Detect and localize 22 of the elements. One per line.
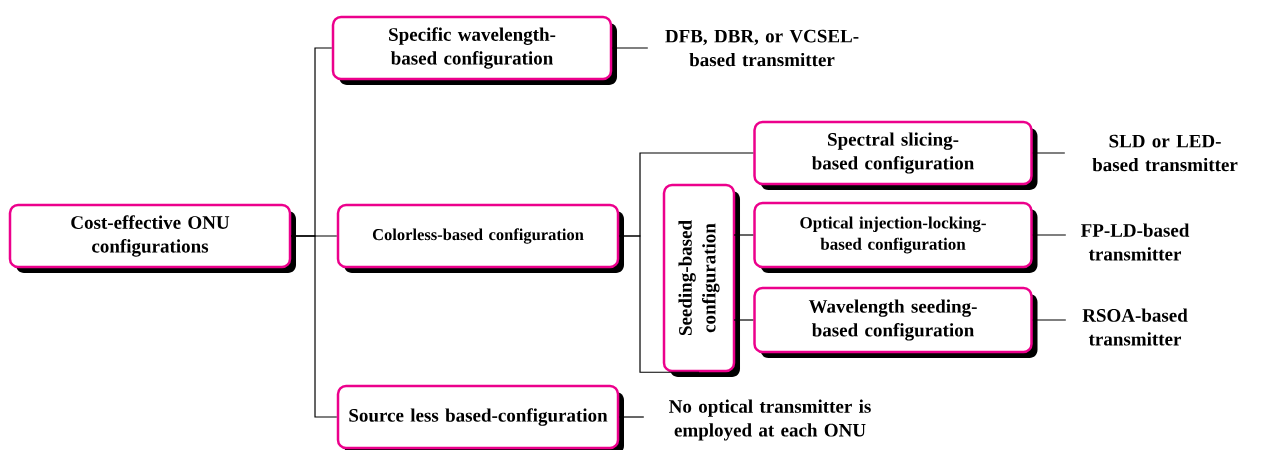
config-box: Optical injection-locking-based configuration bbox=[753, 201, 1038, 273]
connector-line bbox=[618, 416, 645, 418]
connector-line bbox=[1032, 234, 1067, 236]
transmitter-label: FP-LD-based transmitter bbox=[1081, 223, 1190, 261]
connector-line bbox=[1032, 319, 1067, 321]
connector-line bbox=[611, 47, 649, 49]
config-box: Cost-effective ONU configurations bbox=[8, 203, 296, 273]
connector-line bbox=[733, 234, 754, 236]
config-box: Colorless-based configuration bbox=[336, 203, 624, 273]
connector-line bbox=[1032, 152, 1066, 154]
config-box: Spectral slicing-based configuration bbox=[753, 120, 1038, 190]
config-box: Source less based-configuration bbox=[336, 384, 624, 450]
transmitter-label: No optical transmitter is employed at each ONU bbox=[669, 399, 871, 441]
transmitter-label: SLD or LED-based transmitter bbox=[1092, 134, 1238, 172]
connector-line bbox=[618, 235, 700, 373]
transmitter-label: DFB, DBR, or VCSEL-based transmitter bbox=[665, 29, 859, 67]
config-box: Specific wavelength-based configuration bbox=[331, 15, 617, 85]
connector-line bbox=[733, 319, 754, 321]
config-box: Wavelength seeding-based configuration bbox=[753, 286, 1038, 358]
transmitter-label: RSOA-based transmitter bbox=[1082, 308, 1188, 346]
connector-line bbox=[290, 235, 338, 418]
config-box: Seeding-based configuration bbox=[662, 183, 740, 377]
